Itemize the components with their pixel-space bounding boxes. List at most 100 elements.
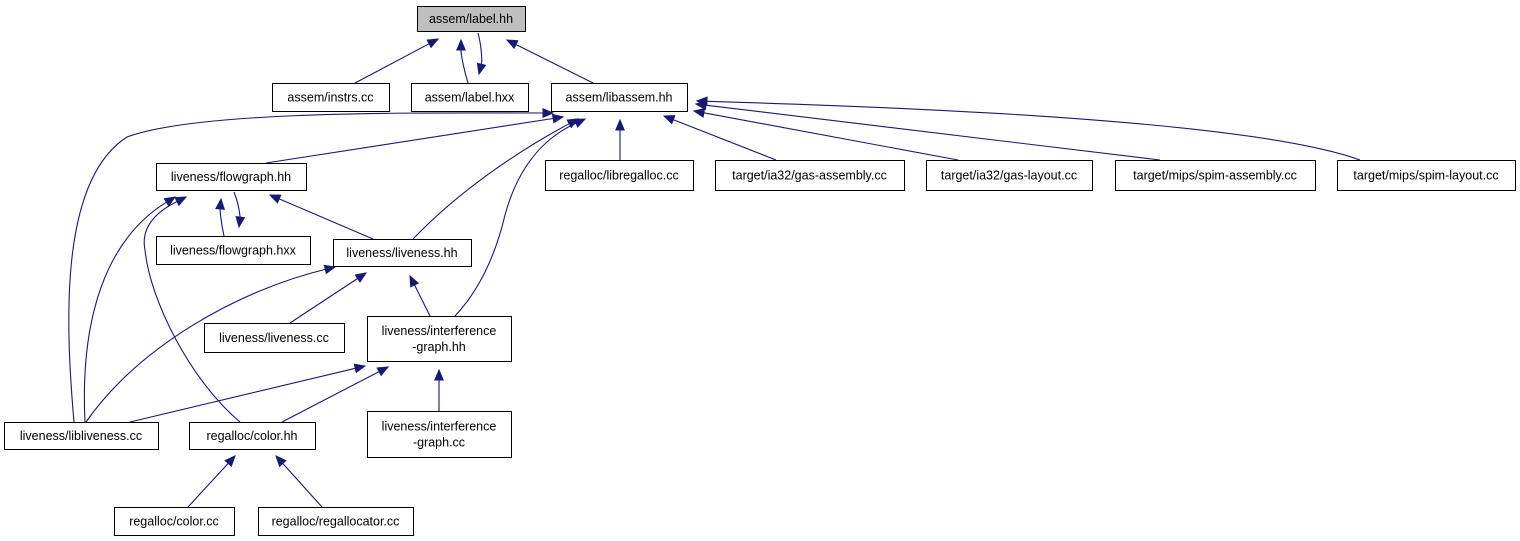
node-label: regalloc/color.cc [129, 515, 219, 529]
edge-arrowhead [235, 216, 246, 229]
edge-label-hh-to-label-hxx [476, 32, 487, 76]
edge-line [289, 278, 358, 324]
edge-arrowhead [215, 197, 226, 210]
edge-arrowhead [434, 368, 444, 381]
node-label: regalloc/regallocator.cc [272, 515, 400, 529]
node-label: liveness/liveness.cc [219, 331, 329, 345]
node-libassem-hh[interactable]: assem/libassem.hh [551, 83, 688, 112]
node-box [204, 323, 345, 353]
node-label-hxx[interactable]: assem/label.hxx [411, 83, 529, 112]
node-box [189, 422, 316, 450]
edge-arrowhead [695, 96, 708, 107]
edge-flowgraph-hxx-to-flowgraph-hh [215, 197, 226, 237]
edge-arrowhead [542, 108, 555, 118]
node-liveness-cc[interactable]: liveness/liveness.cc [204, 323, 345, 353]
node-box [4, 422, 159, 450]
node-box [1115, 160, 1316, 191]
edge-line [477, 32, 483, 65]
edge-line [143, 201, 241, 423]
node-label: assem/instrs.cc [287, 91, 373, 105]
edge-arrowhead [275, 455, 287, 468]
node-flowgraph-hh[interactable]: liveness/flowgraph.hh [156, 163, 307, 191]
node-box [411, 83, 529, 112]
edge-arrowhead [456, 38, 466, 51]
node-ia32-gas-layout[interactable]: target/ia32/gas-layout.cc [926, 160, 1093, 191]
node-box [333, 239, 472, 267]
edge-libliveness-cc-to-liveness-hh [85, 264, 337, 423]
node-label: assem/label.hxx [425, 91, 515, 105]
node-libliveness-cc[interactable]: liveness/libliveness.cc [4, 422, 159, 450]
node-box [417, 6, 526, 32]
node-box [926, 160, 1093, 191]
edge-arrowhead [353, 363, 367, 374]
node-regallocator-cc[interactable]: regalloc/regallocator.cc [258, 507, 414, 536]
edge-flowgraph-hh-to-flowgraph-hxx [233, 191, 246, 229]
edge-line [414, 284, 431, 317]
node-interference-cc[interactable]: liveness/interference-graph.cc [367, 411, 512, 458]
node-mips-spim-layout[interactable]: target/mips/spim-layout.cc [1337, 160, 1516, 191]
edge-ia32-gas-assembly-to-libassem-hh [662, 115, 777, 161]
edge-regallocator-cc-to-color-hh [275, 455, 323, 508]
edge-line [703, 112, 959, 161]
edge-interference-hh-to-liveness-hh [409, 274, 431, 317]
edge-libliveness-cc-to-libassem-hh [68, 108, 555, 423]
node-flowgraph-hxx[interactable]: liveness/flowgraph.hxx [156, 236, 311, 265]
node-box [545, 160, 694, 191]
node-box [258, 507, 414, 536]
edge-line [515, 44, 594, 84]
node-label: -graph.hh [412, 340, 466, 354]
node-box [1337, 160, 1516, 191]
edge-interference-hh-to-libassem-hh [454, 118, 587, 317]
edge-arrowhead [174, 196, 188, 207]
node-label: target/ia32/gas-assembly.cc [732, 169, 887, 183]
edge-line [460, 49, 469, 84]
node-box [715, 160, 905, 191]
edge-color-hh-to-flowgraph-hh [143, 196, 241, 423]
node-color-cc[interactable]: regalloc/color.cc [114, 507, 235, 536]
node-instrs-cc[interactable]: assem/instrs.cc [272, 83, 390, 112]
node-label: liveness/libliveness.cc [20, 429, 142, 443]
node-ia32-gas-assembly[interactable]: target/ia32/gas-assembly.cc [715, 160, 905, 191]
node-interference-hh[interactable]: liveness/interference -graph.hh [367, 316, 512, 362]
edge-arrowhead [376, 366, 390, 377]
node-box [156, 163, 307, 191]
edge-color-hh-to-interference-hh [281, 366, 390, 423]
edge-line [278, 198, 374, 240]
edge-arrowhead [692, 108, 706, 118]
edge-libregalloc-cc-to-libassem-hh [615, 118, 625, 160]
node-color-hh[interactable]: regalloc/color.hh [189, 422, 316, 450]
node-box [114, 507, 235, 536]
node-mips-spim-assembly[interactable]: target/mips/spim-assembly.cc [1115, 160, 1316, 191]
node-box [551, 83, 688, 112]
edge-line [705, 104, 1161, 161]
edge-line [412, 123, 570, 240]
edge-line [85, 268, 326, 423]
edge-line [282, 463, 323, 508]
edge-line [706, 100, 1361, 161]
edge-instrs-cc-to-label-hh [354, 38, 440, 84]
edge-libassem-hh-to-label-hh [505, 39, 594, 84]
edge-arrowhead [354, 272, 368, 283]
edge-line [233, 191, 241, 218]
node-label: liveness/liveness.hh [346, 246, 457, 260]
node-box [156, 236, 311, 265]
edge-line [454, 122, 577, 317]
edge-arrowhead [409, 274, 420, 288]
edges-layer [68, 32, 1361, 508]
node-libregalloc-cc[interactable]: regalloc/libregalloc.cc [545, 160, 694, 191]
node-liveness-hh[interactable]: liveness/liveness.hh [333, 239, 472, 267]
edge-arrowhead [323, 264, 337, 275]
node-box [272, 83, 390, 112]
edge-line [83, 201, 167, 423]
edge-line [187, 463, 229, 508]
edge-arrowhead [426, 38, 440, 49]
edge-line [219, 208, 225, 237]
node-label: target/ia32/gas-layout.cc [941, 169, 1077, 183]
edge-liveness-hh-to-flowgraph-hh [268, 194, 374, 240]
node-label: target/mips/spim-layout.cc [1353, 169, 1498, 183]
node-label: liveness/interference [382, 324, 497, 338]
edge-label-hxx-to-label-hh [456, 38, 469, 84]
edge-line [354, 43, 430, 84]
